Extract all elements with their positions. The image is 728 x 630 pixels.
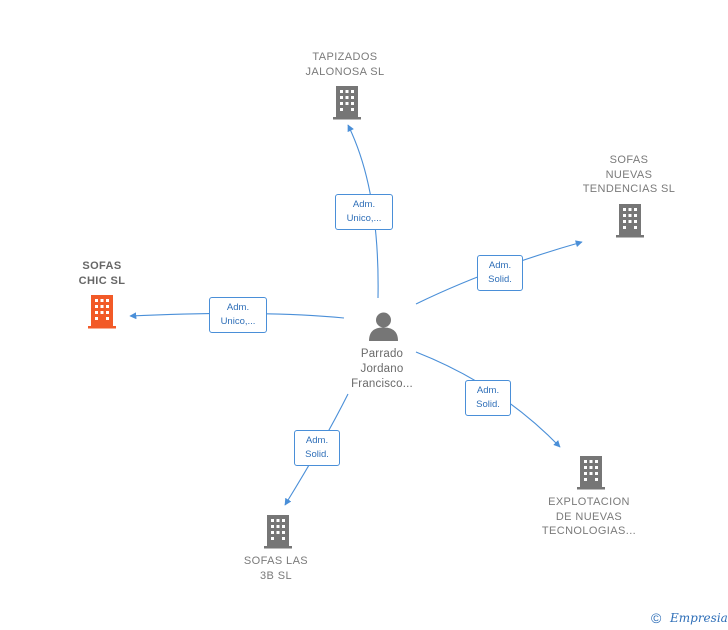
relation-label-sofas-3b: Adm. Solid. — [294, 430, 340, 466]
building-icon-sofas-chic[interactable] — [87, 294, 117, 329]
person-name[interactable]: Parrado Jordano Francisco... — [351, 348, 413, 390]
relation-label-sofas-chic: Adm. Unico,... — [209, 297, 267, 333]
relation-label-sofas-nuevas: Adm. Solid. — [477, 255, 523, 291]
company-name-tapizados[interactable]: TAPIZADOS JALONOSA SL — [305, 51, 385, 78]
copyright-icon: © — [651, 610, 662, 626]
person-icon[interactable] — [368, 311, 399, 341]
relation-label-tapizados: Adm. Unico,... — [335, 194, 393, 230]
company-name-sofas-chic[interactable]: SOFAS CHIC SL — [78, 260, 126, 287]
brand-logo: Empresia — [670, 611, 728, 625]
building-icon-sofas-nuevas[interactable] — [615, 203, 645, 238]
company-name-explotacion[interactable]: EXPLOTACION DE NUEVAS TECNOLOGIAS... — [541, 496, 637, 537]
relation-label-explotacion: Adm. Solid. — [465, 380, 511, 416]
building-icon-explotacion[interactable] — [576, 455, 606, 490]
building-icon-sofas-3b[interactable] — [263, 514, 293, 549]
company-name-sofas-nuevas[interactable]: SOFAS NUEVAS TENDENCIAS SL — [582, 154, 676, 195]
building-icon-tapizados[interactable] — [332, 85, 362, 120]
company-name-sofas-3b[interactable]: SOFAS LAS 3B SL — [243, 555, 309, 582]
